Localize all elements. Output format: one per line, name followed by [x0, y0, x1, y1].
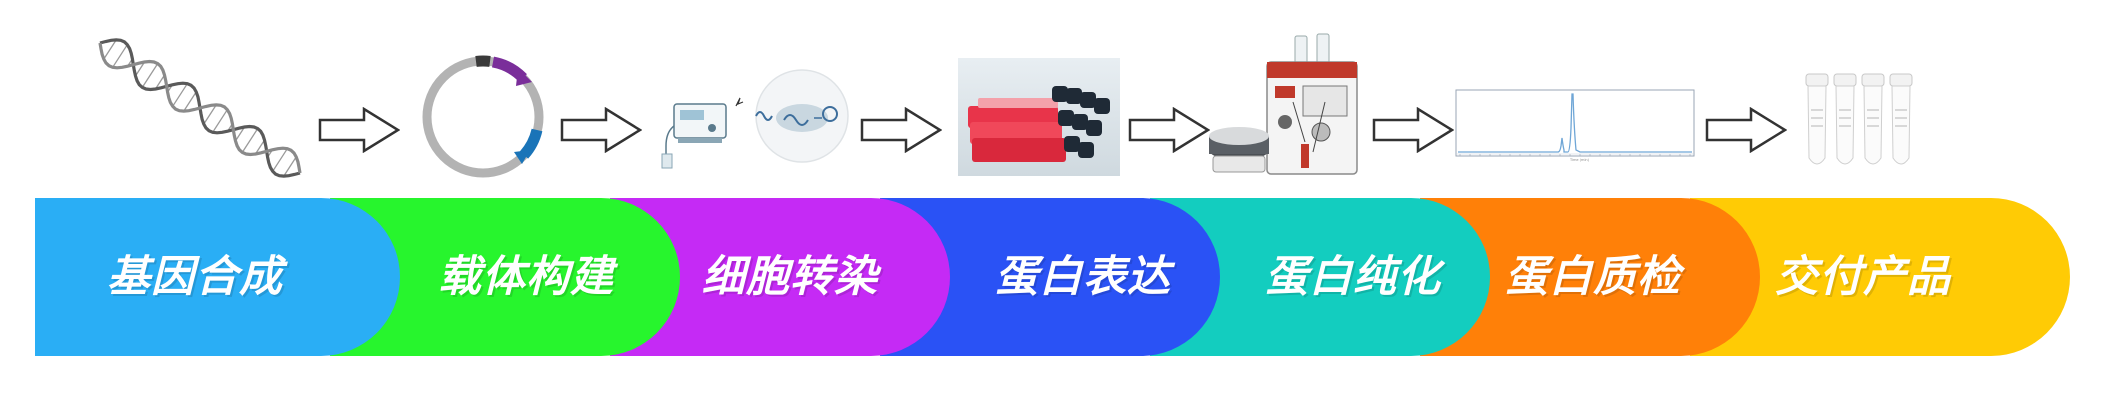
arrow-4-icon [1128, 107, 1210, 153]
step-label: 蛋白纯化 [1265, 252, 1441, 302]
step-label: 细胞转染 [702, 252, 878, 302]
step-label: 蛋白质检 [1505, 252, 1681, 302]
electroporation-device-icon [661, 69, 849, 169]
step-label: 载体构建 [438, 252, 614, 302]
arrow-1-icon [318, 107, 400, 153]
arrow-6-icon [1705, 107, 1787, 153]
process-steps-band: 交付产品 蛋白质检 蛋白纯化 蛋白表达 细胞转染 载体构建 基因合成 [0, 198, 2107, 356]
arrow-2-icon [560, 107, 642, 153]
plasmid-vector-icon [422, 55, 544, 178]
cell-culture-flasks-icon [958, 58, 1120, 176]
chromatography-system-icon [1209, 33, 1358, 175]
arrow-3-icon [860, 107, 942, 153]
step-gene-synthesis: 基因合成 [35, 198, 400, 356]
chromatogram-icon: Time (min) [1455, 89, 1695, 162]
step-label: 交付产品 [1775, 252, 1951, 302]
product-vials-icon [1805, 73, 1913, 165]
process-icons-row: Time (min) [0, 0, 2107, 190]
svg-text:Time (min): Time (min) [1569, 158, 1590, 162]
dna-helix-icon [98, 38, 302, 178]
step-label: 基因合成 [107, 252, 283, 302]
arrow-5-icon [1372, 107, 1454, 153]
step-label: 蛋白表达 [995, 252, 1171, 302]
